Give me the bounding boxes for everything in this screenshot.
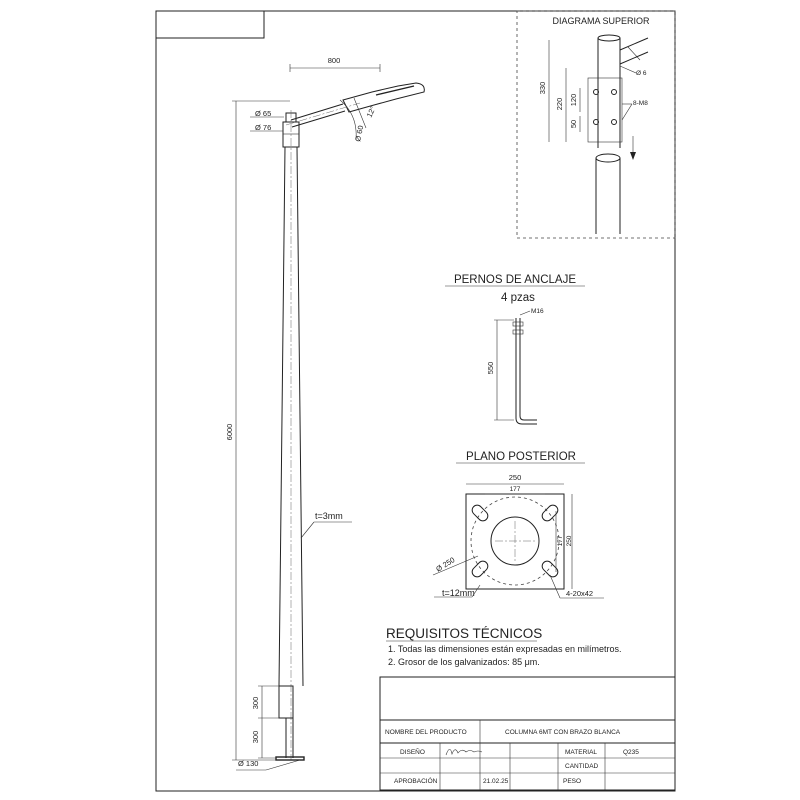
top-diagram-arm [619, 37, 649, 65]
quantity-label: CANTIDAD [565, 763, 599, 770]
material-label: MATERIAL [565, 749, 597, 756]
top-diagram-bolt-diameter: Ø 6 [636, 70, 647, 77]
arm-tube [290, 103, 346, 128]
anchor-bolts-title: PERNOS DE ANCLAJE [454, 274, 576, 286]
title-block-frame [379, 676, 676, 791]
top-diagram-bolt [611, 119, 617, 125]
anchor-bolts-section: PERNOS DE ANCLAJE 4 pzas M16 550 [445, 274, 585, 425]
luminaire-head [342, 82, 425, 113]
top-diagram-dim-low: 50 [569, 120, 578, 128]
top-diagram-dim-total: 330 [538, 82, 547, 95]
top-diagram-clamp [587, 77, 623, 143]
designer-signature [445, 748, 483, 756]
weight-label: PESO [563, 778, 581, 785]
approval-label: APROBACIÓN [394, 776, 438, 785]
base-plate-bolt-spacing: 177 [510, 486, 521, 493]
top-diagram-lower-pole [595, 158, 621, 234]
anchor-bolts-quantity: 4 pzas [501, 292, 535, 304]
pole-base-plate [275, 756, 305, 761]
wall-thickness-label: t=3mm [315, 511, 343, 521]
top-diagram-dim-inner: 120 [569, 94, 578, 107]
base-plate-slot [541, 504, 559, 522]
top-diagram-bolt [593, 119, 599, 125]
pole-shaft [278, 146, 304, 687]
top-diagram-bolt [611, 89, 617, 95]
base-diameter-label: Ø 130 [238, 759, 258, 768]
requirement-item-1: 1. Todas las dimensiones están expresada… [388, 644, 621, 654]
requirement-item-2: 2. Grosor de los galvanizados: 85 μm. [388, 657, 540, 667]
base-diameter-callout: Ø 130 [236, 759, 301, 771]
pole-elevation [275, 82, 425, 761]
approval-date: 21.02.25 [483, 778, 509, 785]
arm-centerline [285, 102, 361, 126]
base-plate-height: 250 [566, 535, 573, 546]
arm-length-dimension: 800 [289, 56, 381, 72]
material-value: Q235 [623, 749, 639, 756]
technical-requirements: REQUISITOS TÉCNICOS 1. Todas las dimensi… [386, 626, 621, 667]
base-plate-bolt-circle [470, 496, 560, 586]
base-plate-slot [541, 560, 559, 578]
top-diagram: DIAGRAMA SUPERIOR Ø 6 8-M8 330 220 120 5… [516, 10, 676, 239]
base-plate-slot [471, 560, 489, 578]
base-upper-label: 300 [251, 697, 260, 710]
requirements-title: REQUISITOS TÉCNICOS [386, 626, 542, 641]
base-plate-circle-diameter: Ø 250 [434, 555, 456, 573]
arm-length-label: 800 [328, 56, 341, 65]
top-diagram-frame [516, 10, 676, 239]
base-plate-bore [490, 516, 540, 566]
base-plate-thickness: t=12mm [442, 588, 475, 598]
anchor-bolt-length: 550 [486, 362, 495, 375]
arm-diameter-label: Ø 60 [353, 125, 365, 143]
flange-diameter-label: Ø 76 [255, 123, 271, 132]
arm-angle-label: 12° [365, 105, 378, 119]
luminaire-head-stripe [375, 85, 415, 96]
top-diagram-title: DIAGRAMA SUPERIOR [552, 16, 650, 26]
base-plate-slots: 4-20x42 [566, 589, 593, 598]
base-plate-title: PLANO POSTERIOR [466, 451, 576, 463]
pole-height-dimension: 6000 [225, 100, 290, 761]
corner-label-box [155, 10, 265, 39]
base-plate-width: 250 [509, 473, 522, 482]
product-name-value: COLUMNA 6MT CON BRAZO BLANCA [505, 729, 621, 736]
base-lower-label: 300 [251, 731, 260, 744]
design-label: DISEÑO [400, 747, 425, 756]
base-segment-dimensions: 300 300 [251, 685, 279, 759]
pole-height-label: 6000 [225, 424, 234, 441]
sheet-border [155, 10, 676, 792]
anchor-bolt-thread: M16 [531, 308, 544, 315]
wall-thickness-callout: t=3mm [300, 511, 352, 539]
title-block: NOMBRE DEL PRODUCTO COLUMNA 6MT CON BRAZ… [379, 676, 676, 791]
top-diameter-dimensions: Ø 65 Ø 76 [250, 109, 284, 132]
base-plate-bolt-spacing-v: 177 [557, 535, 564, 546]
anchor-bolt-shape [515, 318, 537, 425]
top-diagram-bolt-spec: 8-M8 [633, 100, 648, 107]
base-plate-section: PLANO POSTERIOR 250 177 177 250 Ø 250 t=… [432, 451, 604, 599]
base-plate-slot [471, 504, 489, 522]
top-diagram-bolt [593, 89, 599, 95]
product-name-label: NOMBRE DEL PRODUCTO [385, 729, 467, 736]
top-diagram-dim-mid: 220 [555, 98, 564, 111]
arm-angle-dimension: Ø 60 12° [339, 97, 378, 143]
top-diameter-label: Ø 65 [255, 109, 271, 118]
